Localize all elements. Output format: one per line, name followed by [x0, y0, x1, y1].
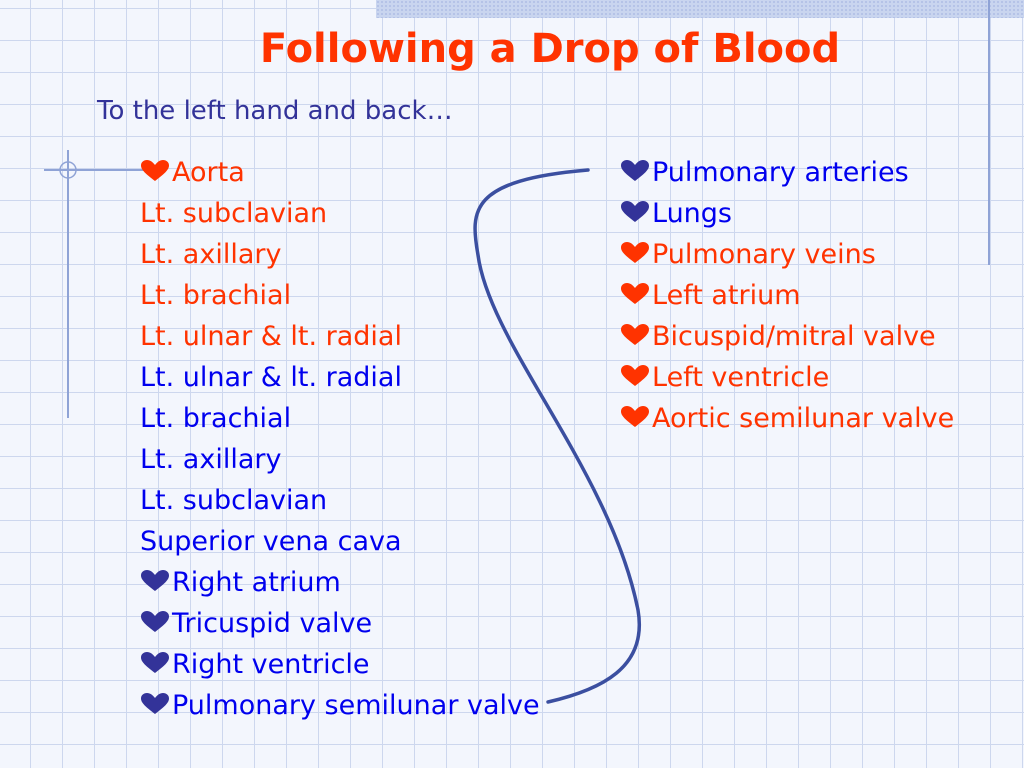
- heart-icon: [620, 236, 650, 277]
- list-item-text: Pulmonary semilunar valve: [172, 690, 540, 721]
- list-item: Bicuspid/mitral valve: [620, 316, 954, 357]
- list-item-text: Aortic semilunar valve: [652, 403, 955, 434]
- list-item: Right ventricle: [140, 644, 540, 685]
- decorative-top-band: [376, 0, 1024, 18]
- list-item-text: Pulmonary veins: [652, 239, 876, 270]
- list-item: Pulmonary arteries: [620, 152, 954, 193]
- list-item: Left atrium: [620, 275, 954, 316]
- heart-icon: [620, 277, 650, 318]
- list-item: Lt. brachial: [140, 275, 540, 316]
- list-item: Pulmonary veins: [620, 234, 954, 275]
- list-item-text: Lt. axillary: [140, 239, 282, 270]
- list-item: Lt. brachial: [140, 398, 540, 439]
- list-item-text: Aorta: [172, 157, 245, 188]
- list-item-text: Right atrium: [172, 567, 341, 598]
- heart-icon: [140, 605, 170, 646]
- heart-icon: [140, 564, 170, 605]
- decorative-left-rule: [67, 150, 69, 418]
- heart-icon: [620, 195, 650, 236]
- list-item-text: Pulmonary arteries: [652, 157, 909, 188]
- list-item-text: Right ventricle: [172, 649, 370, 680]
- heart-icon: [140, 687, 170, 728]
- list-item-text: Lt. subclavian: [140, 198, 328, 229]
- decorative-right-rule: [988, 0, 990, 265]
- list-item: Lt. subclavian: [140, 480, 540, 521]
- list-item-text: Lt. subclavian: [140, 485, 328, 516]
- list-item: Lt. axillary: [140, 234, 540, 275]
- heart-icon: [620, 359, 650, 400]
- list-item: Left ventricle: [620, 357, 954, 398]
- slide-subtitle: To the left hand and back…: [97, 96, 453, 126]
- heart-icon: [140, 646, 170, 687]
- list-item: Lt. ulnar & lt. radial: [140, 316, 540, 357]
- list-item: Lt. axillary: [140, 439, 540, 480]
- list-item: Tricuspid valve: [140, 603, 540, 644]
- list-item-text: Lt. brachial: [140, 280, 292, 311]
- list-item-text: Tricuspid valve: [172, 608, 373, 639]
- heart-icon: [620, 154, 650, 195]
- list-item: Aorta: [140, 152, 540, 193]
- list-item-text: Lt. ulnar & lt. radial: [140, 362, 402, 393]
- list-item: Pulmonary semilunar valve: [140, 685, 540, 726]
- list-item: Aortic semilunar valve: [620, 398, 954, 439]
- list-item-text: Lt. axillary: [140, 444, 282, 475]
- list-item: Lungs: [620, 193, 954, 234]
- list-item-text: Lt. ulnar & lt. radial: [140, 321, 402, 352]
- heart-icon: [620, 400, 650, 441]
- list-item-text: Left ventricle: [652, 362, 830, 393]
- list-item: Lt. ulnar & lt. radial: [140, 357, 540, 398]
- list-item-text: Superior vena cava: [140, 526, 402, 557]
- list-item: Right atrium: [140, 562, 540, 603]
- heart-icon: [140, 154, 170, 195]
- slide-title: Following a Drop of Blood: [259, 26, 841, 72]
- list-item-text: Bicuspid/mitral valve: [652, 321, 936, 352]
- list-item: Superior vena cava: [140, 521, 540, 562]
- list-item-text: Lungs: [652, 198, 732, 229]
- list-item: Lt. subclavian: [140, 193, 540, 234]
- list-item-text: Left atrium: [652, 280, 801, 311]
- heart-icon: [620, 318, 650, 359]
- list-item-text: Lt. brachial: [140, 403, 292, 434]
